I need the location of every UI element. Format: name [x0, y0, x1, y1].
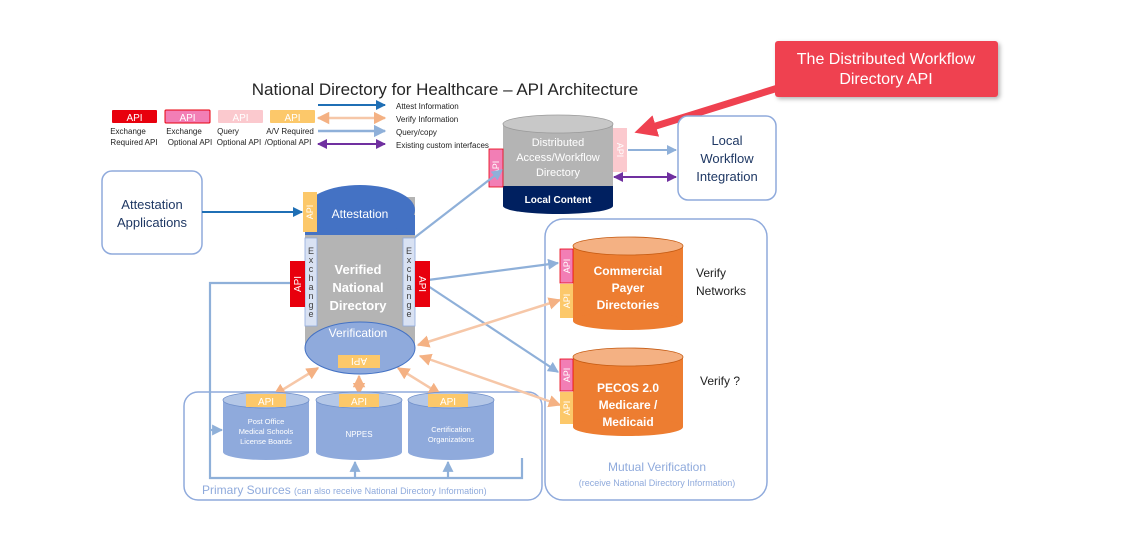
attestation-app-line2: Applications [117, 215, 188, 230]
pecos-cylinder: PECOS 2.0 Medicare / Medicaid [572, 347, 684, 436]
legend-arrow-label: Query/copy [396, 128, 437, 137]
post-office-line2: Medical Schools [239, 427, 294, 436]
legend-api-label: API [232, 113, 248, 124]
attestation-app-line1: Attestation [121, 197, 182, 212]
local-content-label: Local Content [525, 195, 592, 206]
legend-box-line1: Query [217, 127, 239, 136]
api-tab-label: API [305, 205, 315, 220]
legend-box-line1: Exchange [110, 127, 146, 136]
legend-query-optional-swatch [218, 110, 263, 123]
certification-line2: Organizations [428, 435, 475, 444]
central-attestation-api-tab: API [303, 192, 317, 232]
certification-cylinder: API Certification Organizations [407, 391, 495, 460]
legend-av-swatch [270, 110, 315, 123]
legend-box-line2: Optional API [217, 138, 261, 147]
distributed-left-api-tab: API [488, 148, 504, 188]
api-tab-label: API [351, 355, 367, 366]
api-tab-label: API [351, 397, 367, 408]
central-line2: National [332, 280, 383, 295]
pecos-line3: Medicaid [602, 415, 653, 429]
central-attestation-label: Attestation [332, 207, 389, 221]
callout-box [775, 41, 998, 97]
legend-box-line2: /Optional API [265, 138, 312, 147]
pecos-av-api-tab: API [560, 392, 573, 424]
distributed-line3: Directory [536, 167, 581, 179]
verified-national-directory-cylinder: Attestation Verified National Directory … [304, 185, 416, 375]
legend-api-label: API [179, 113, 195, 124]
legend-arrow-label: Existing custom interfaces [396, 141, 489, 150]
api-tab-label: API [293, 276, 304, 292]
callout-arrow [634, 84, 780, 137]
legend-box-line1: Exchange [166, 127, 202, 136]
api-tab-label: API [562, 368, 572, 383]
api-tab-label: API [562, 401, 572, 416]
local-workflow-box: Local Workflow Integration [677, 115, 777, 201]
legend-api-label: API [126, 113, 142, 124]
nppes-cylinder: API NPPES [315, 391, 403, 460]
legend-arrow-label: Verify Information [396, 115, 458, 124]
primary-subtitle: (can also receive National Directory Inf… [294, 486, 487, 496]
callout-text-line2: Directory API [839, 71, 932, 88]
commercial-line3: Directories [597, 298, 660, 312]
legend-box-line2: Optional API [168, 138, 212, 147]
legend-box-line1: A/V Required [266, 127, 314, 136]
callout-text-line1: The Distributed Workflow [797, 51, 976, 68]
central-right-api-tab: API [415, 261, 430, 307]
pecos-line2: Medicare / [599, 398, 658, 412]
commercial-payer-cylinder: Commercial Payer Directories [572, 236, 684, 330]
callout: The Distributed Workflow Directory API [634, 41, 998, 137]
post-office-line1: Post Office [248, 417, 285, 426]
exchange-label-right: Exchange [404, 246, 414, 318]
diagram-title: National Directory for Healthcare – API … [252, 80, 638, 99]
distributed-right-api-tab: API [613, 128, 627, 172]
central-verification-label: Verification [329, 326, 388, 340]
commercial-line1: Commercial [594, 264, 663, 278]
post-office-cylinder: API Post Office Medical Schools License … [222, 391, 310, 460]
central-line1: Verified [335, 262, 382, 277]
local-workflow-line2: Workflow [700, 151, 754, 166]
verify-connections [272, 297, 562, 408]
legend-api-label: API [284, 113, 300, 124]
legend-box-line2: Required API [110, 138, 157, 147]
api-tab-label: API [258, 397, 274, 408]
verify-networks-line2: Networks [696, 284, 746, 298]
commercial-av-api-tab: API [560, 284, 573, 318]
legend-exchange-required-swatch [112, 110, 157, 123]
api-tab-label: API [562, 294, 572, 309]
mutual-title: Mutual Verification [608, 460, 706, 474]
commercial-exchange-api-tab: API [559, 248, 574, 284]
post-office-line3: License Boards [240, 437, 292, 446]
legend-exchange-optional-swatch [164, 109, 211, 124]
mutual-subtitle: (receive National Directory Information) [579, 478, 736, 488]
local-workflow-line1: Local [711, 133, 742, 148]
verify-question: Verify ? [700, 374, 740, 388]
primary-title-main: Primary Sources [202, 483, 291, 497]
api-tab-label: API [440, 397, 456, 408]
verify-networks-line1: Verify [696, 266, 726, 280]
exchange-label-left: Exchange [306, 246, 316, 318]
api-tab-label: API [491, 161, 501, 176]
central-line3: Directory [329, 298, 387, 313]
api-tab-label: API [416, 276, 427, 292]
pecos-exchange-api-tab: API [559, 358, 574, 392]
local-workflow-line3: Integration [696, 169, 757, 184]
primary-title: Primary Sources (can also receive Nation… [202, 483, 487, 497]
commercial-line2: Payer [612, 281, 645, 295]
nppes-label: NPPES [345, 430, 372, 439]
central-left-api-tab: API [290, 261, 305, 307]
pecos-line1: PECOS 2.0 [597, 381, 659, 395]
distributed-line2: Access/Workflow [516, 152, 600, 164]
api-tab-label: API [615, 143, 625, 158]
certification-line1: Certification [431, 425, 471, 434]
legend-arrow-label: Attest Information [396, 102, 459, 111]
api-tab-label: API [562, 259, 572, 274]
legend: API Exchange Required API API Exchange O… [110, 100, 489, 150]
distributed-directory-cylinder: Distributed Access/Workflow Directory Lo… [502, 114, 614, 214]
distributed-line1: Distributed [532, 137, 585, 149]
central-verification-api-tab: API [338, 355, 380, 368]
attestation-applications-box: Attestation Applications [101, 170, 203, 255]
